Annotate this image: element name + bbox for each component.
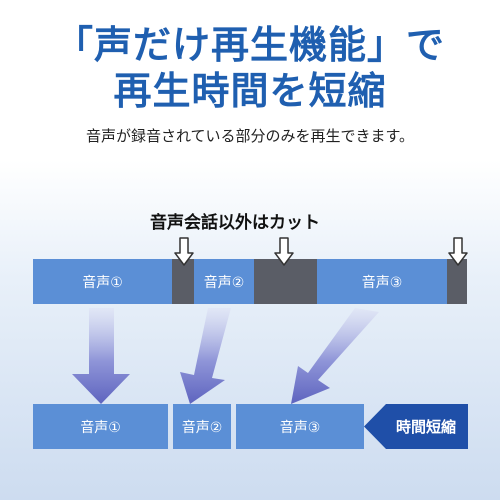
flow-arrow-icon	[291, 308, 379, 404]
voice-segment-1-label: 音声①	[82, 274, 123, 291]
time-shorten-badge: 時間短縮	[364, 404, 468, 449]
voice-segment-3: 音声③	[317, 259, 447, 304]
shortened-segment-1-label: 音声①	[80, 419, 121, 436]
shortened-segment-1: 音声①	[33, 404, 168, 449]
cut-label: 音声会話以外はカット	[150, 213, 320, 233]
time-shorten-label: 時間短縮	[395, 418, 456, 436]
left-arrow-badge-icon	[364, 404, 468, 449]
subtitle: 音声が録音されている部分のみを再生できます。	[85, 127, 415, 145]
cut-segment-1	[172, 259, 194, 304]
shortened-segment-2-label: 音声②	[181, 419, 223, 436]
header: 「声だけ再生機能」で 再生時間を短縮 音声が録音されている部分のみを再生できます…	[0, 0, 500, 160]
cut-segment-2	[254, 259, 317, 304]
flow-arrow-icon	[180, 308, 231, 404]
original-timeline: 音声① 音声② 音声③	[33, 259, 467, 304]
cut-segment-3	[447, 259, 467, 304]
title-line-2: 再生時間を短縮	[113, 69, 387, 113]
voice-segment-2: 音声②	[194, 259, 254, 304]
down-arrow-icon	[448, 237, 468, 266]
shortened-segment-2: 音声②	[173, 404, 231, 449]
down-arrow-icon	[274, 237, 294, 266]
flow-arrows	[72, 308, 379, 404]
voice-segment-3-label: 音声③	[361, 274, 403, 291]
flow-arrow-icon	[72, 308, 130, 404]
voice-segment-2-label: 音声②	[203, 274, 245, 291]
shortened-segment-3: 音声③	[236, 404, 364, 449]
shortened-segment-3-label: 音声③	[279, 419, 321, 436]
title-line-1: 「声だけ再生機能」で	[54, 23, 445, 67]
voice-segment-1: 音声①	[33, 259, 172, 304]
down-arrow-icon	[174, 237, 194, 266]
